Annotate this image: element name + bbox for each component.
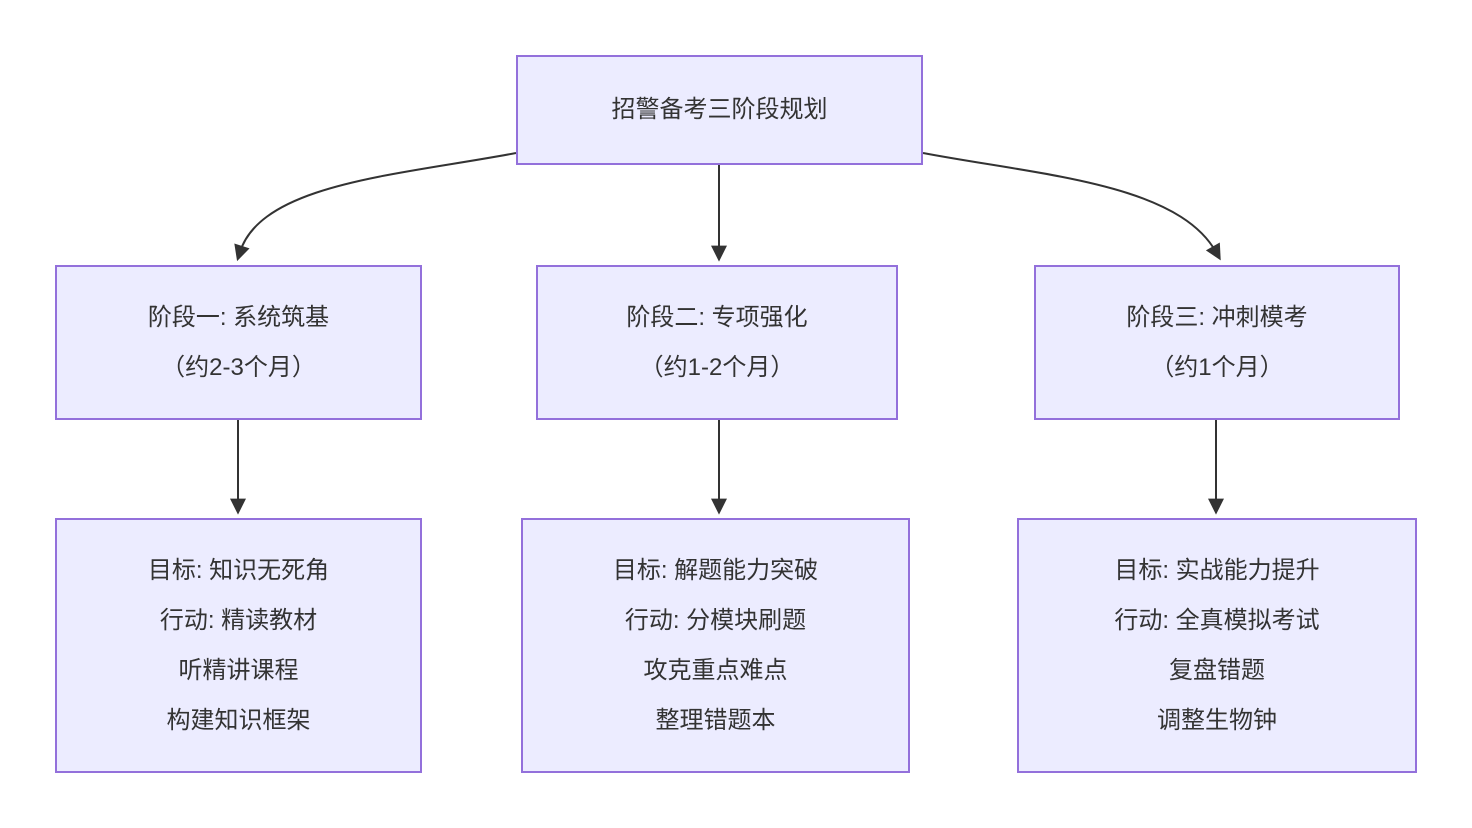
node-line: 复盘错题 <box>1169 656 1265 684</box>
node-line: 行动: 全真模拟考试 <box>1114 606 1320 634</box>
node-line: 行动: 精读教材 <box>159 606 318 634</box>
edge-root-stage1 <box>234 152 517 262</box>
node-line: 构建知识框架 <box>166 706 311 734</box>
node-stage-2: 阶段二: 专项强化 （约1-2个月） <box>536 265 898 420</box>
node-line: （约2-3个月） <box>161 353 316 381</box>
node-line: 目标: 解题能力突破 <box>612 556 819 584</box>
node-stage-2-details: 目标: 解题能力突破 行动: 分模块刷题 攻克重点难点 整理错题本 <box>521 518 910 773</box>
node-line: 目标: 实战能力提升 <box>1114 556 1320 584</box>
node-line: （约1个月） <box>1150 353 1284 381</box>
node-stage-1-details: 目标: 知识无死角 行动: 精读教材 听精讲课程 构建知识框架 <box>55 518 422 773</box>
node-line: （约1-2个月） <box>639 353 795 381</box>
edge-root-stage3 <box>922 152 1221 261</box>
node-line: 阶段二: 专项强化 <box>626 303 808 331</box>
node-line: 听精讲课程 <box>178 656 299 684</box>
node-line: 目标: 知识无死角 <box>147 556 330 584</box>
node-line: 阶段三: 冲刺模考 <box>1126 303 1308 331</box>
node-line: 调整生物钟 <box>1157 706 1277 734</box>
node-line: 整理错题本 <box>655 706 776 734</box>
node-line: 攻克重点难点 <box>643 656 788 684</box>
node-stage-3: 阶段三: 冲刺模考 （约1个月） <box>1034 265 1400 420</box>
node-stage-3-details: 目标: 实战能力提升 行动: 全真模拟考试 复盘错题 调整生物钟 <box>1017 518 1417 773</box>
node-line: 招警备考三阶段规划 <box>611 96 828 123</box>
node-line: 行动: 分模块刷题 <box>624 606 807 634</box>
node-root-title: 招警备考三阶段规划 <box>516 55 923 165</box>
node-line: 阶段一: 系统筑基 <box>147 303 330 331</box>
node-stage-1: 阶段一: 系统筑基 （约2-3个月） <box>55 265 422 420</box>
